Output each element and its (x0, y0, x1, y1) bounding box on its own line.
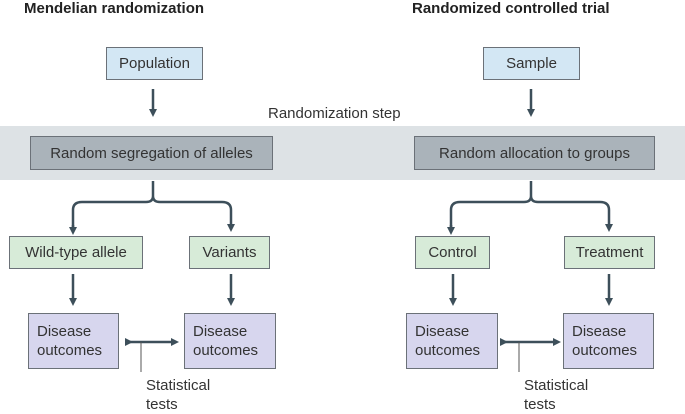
brace-left-split (71, 181, 231, 228)
disease-outcomes-box-right-b: Disease outcomes (563, 313, 654, 369)
outcome-label: Disease outcomes (415, 323, 481, 359)
disease-outcomes-box-left-a: Disease outcomes (28, 313, 119, 369)
statistical-tests-left: Statistical tests (146, 377, 211, 413)
right-heading: Randomized controlled trial (412, 0, 610, 17)
outcome-label: Disease outcomes (193, 323, 259, 359)
random-allocation-box: Random allocation to groups (414, 136, 655, 170)
band-label: Randomization step (268, 105, 401, 122)
brace-right-split (449, 181, 609, 228)
sample-box: Sample (483, 47, 580, 80)
statistical-tests-right: Statistical tests (524, 377, 589, 413)
outcome-label: Disease outcomes (572, 323, 638, 359)
disease-outcomes-box-left-b: Disease outcomes (184, 313, 276, 369)
left-heading: Mendelian randomization (24, 0, 205, 17)
disease-outcomes-box-right-a: Disease outcomes (406, 313, 498, 369)
wild-type-allele-box: Wild-type allele (9, 236, 143, 269)
outcome-label: Disease outcomes (37, 323, 103, 359)
random-segregation-box: Random segregation of alleles (30, 136, 273, 170)
variants-box: Variants (189, 236, 270, 269)
control-box: Control (415, 236, 490, 269)
population-box: Population (106, 47, 203, 80)
treatment-box: Treatment (564, 236, 655, 269)
